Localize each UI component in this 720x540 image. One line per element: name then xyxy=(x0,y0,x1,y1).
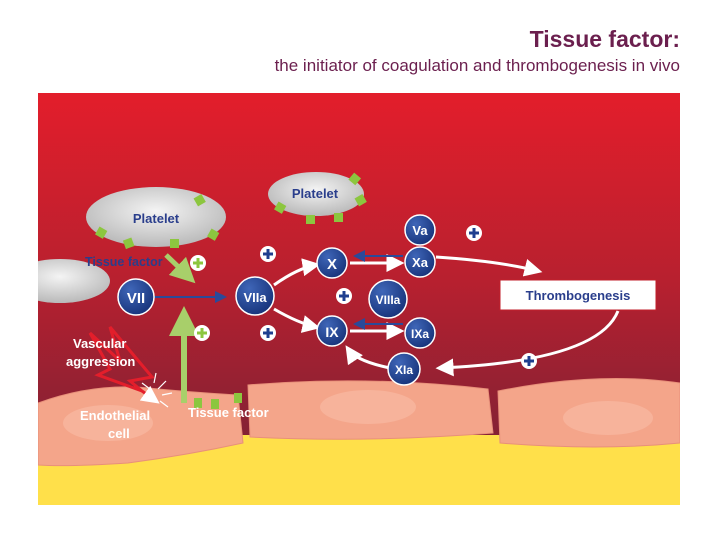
viia-to-ix-arrow xyxy=(273,307,321,333)
thrombogenesis-box: Thrombogenesis xyxy=(499,279,657,311)
vascular-aggression-bolt xyxy=(88,326,155,393)
page-title: Tissue factor: xyxy=(529,26,680,52)
plus-icon xyxy=(466,225,482,241)
factor-viiia: VIIIa xyxy=(368,279,408,319)
tissue-factor-markers-endothelium xyxy=(194,393,242,409)
endothelial-label-line1: Endothelial xyxy=(80,408,150,423)
factor-viia: VIIa xyxy=(235,276,275,316)
svg-text:XIa: XIa xyxy=(395,363,413,377)
plus-markers-blue xyxy=(260,225,537,369)
thrombogenesis-to-xia-arrow xyxy=(435,310,620,377)
platelet-left: Platelet xyxy=(86,187,226,247)
factor-vii: VII xyxy=(117,278,155,316)
viia-to-x-arrow xyxy=(273,258,321,287)
plus-markers-green xyxy=(190,255,210,341)
factor-xia: XIa xyxy=(387,352,421,386)
injury-spark xyxy=(141,372,173,408)
tf-platelet-arrow xyxy=(164,253,196,284)
tissue-factor-top-label: Tissue factor xyxy=(85,255,163,269)
plus-icon xyxy=(190,255,206,271)
plus-icon xyxy=(521,353,537,369)
xia-to-ix-arrow xyxy=(345,345,391,370)
svg-text:VII: VII xyxy=(127,290,145,307)
factor-ixa: IXa xyxy=(404,317,436,349)
vascular-aggression-arrow xyxy=(139,385,160,404)
tissue-factor-bottom-label: Tissue factor xyxy=(188,405,269,420)
endothelial-label-line2: cell xyxy=(108,426,130,441)
factor-va: Va xyxy=(404,214,436,246)
coagulation-diagram: Platelet Platelet Tissue factor Vascu xyxy=(38,93,680,505)
vascular-label-line2: aggression xyxy=(66,354,135,369)
factor-x: X xyxy=(316,247,348,279)
plus-icon xyxy=(336,288,352,304)
factor-ix: IX xyxy=(316,315,348,347)
plus-icon xyxy=(194,325,210,341)
svg-text:VIIa: VIIa xyxy=(243,290,267,305)
tissue-factor-markers-platelets xyxy=(95,172,367,250)
svg-text:VIIIa: VIIIa xyxy=(376,293,401,307)
svg-text:IXa: IXa xyxy=(411,327,429,341)
plus-icon xyxy=(260,325,276,341)
factor-xa: Xa xyxy=(404,246,436,278)
svg-text:IX: IX xyxy=(325,324,339,340)
thrombogenesis-label: Thrombogenesis xyxy=(526,288,631,303)
page-subtitle: the initiator of coagulation and thrombo… xyxy=(274,56,680,75)
platelet-left-label: Platelet xyxy=(133,211,180,226)
svg-text:Xa: Xa xyxy=(412,255,429,270)
xa-to-thrombogenesis-arrow xyxy=(435,255,543,277)
platelet-partial xyxy=(38,259,110,303)
svg-text:Va: Va xyxy=(412,223,428,238)
vascular-label-line1: Vascular xyxy=(73,336,127,351)
svg-text:X: X xyxy=(327,256,337,273)
platelet-top-label: Platelet xyxy=(292,186,339,201)
plus-icon xyxy=(260,246,276,262)
platelet-top: Platelet xyxy=(268,172,364,216)
endothelial-cells xyxy=(38,378,680,467)
